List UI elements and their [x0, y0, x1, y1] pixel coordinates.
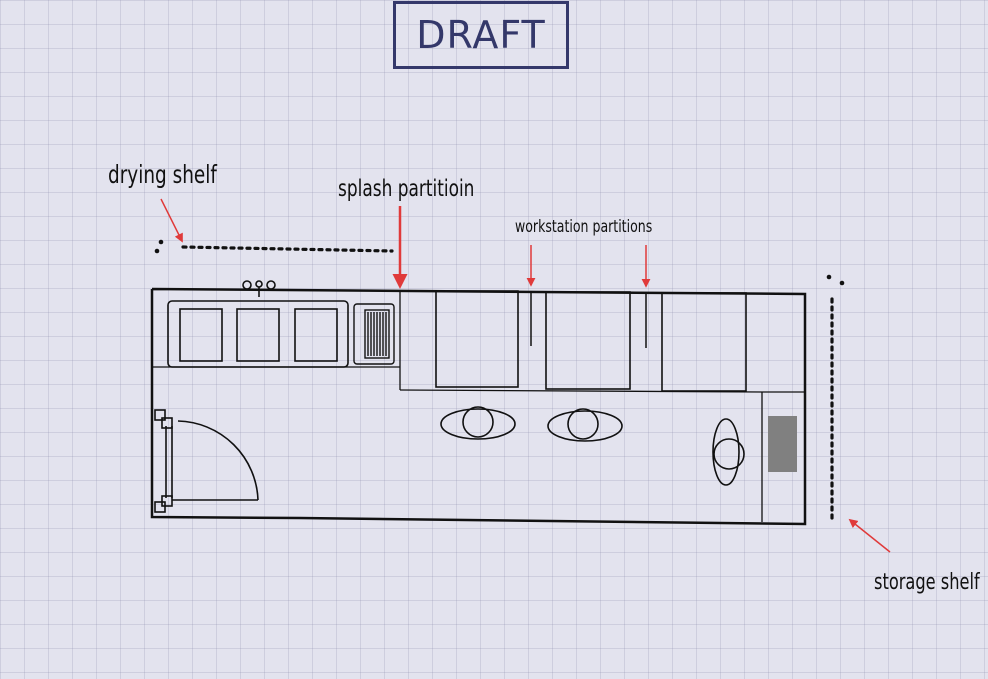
storage-shelf-dotted [826, 274, 845, 286]
draft-stamp-text: DRAFT [416, 13, 546, 57]
draft-stamp: DRAFT [393, 1, 569, 69]
drying-shelf-line [181, 245, 394, 253]
storage-block [768, 416, 797, 472]
label-workstation-partitions: workstation partitions [515, 217, 653, 237]
label-drying-shelf: drying shelf [108, 160, 217, 189]
door-icon [154, 409, 259, 513]
workstation-partition-marks [530, 291, 647, 348]
label-splash-partition: splash partitioin [338, 176, 475, 202]
drying-shelf-dotted [154, 239, 164, 254]
annotation-arrows [160, 198, 891, 553]
faucet-icon [242, 280, 276, 297]
chair-icon [547, 408, 623, 442]
drying-rack [353, 303, 395, 365]
workstations [435, 290, 747, 392]
chair-icon [440, 406, 516, 440]
label-storage-shelf: storage shelf [874, 570, 980, 595]
chair-icon [712, 418, 745, 486]
sink-unit [167, 300, 349, 368]
